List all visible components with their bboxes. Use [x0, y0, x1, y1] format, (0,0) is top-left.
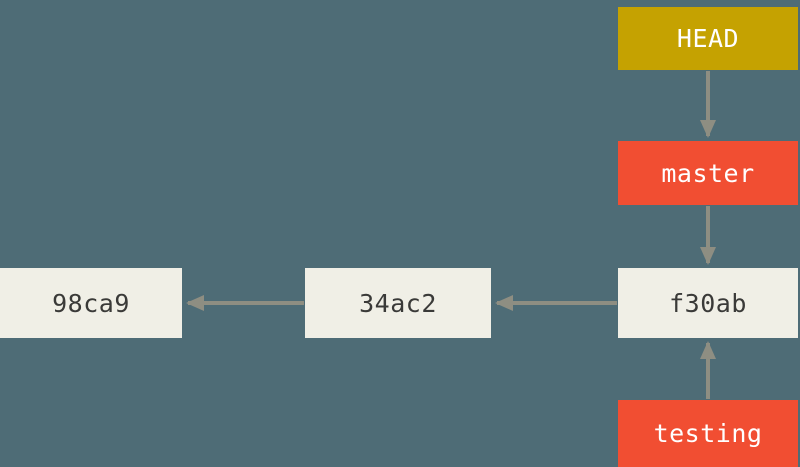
branch-label-testing: testing — [653, 419, 763, 448]
commit-label-f30ab: f30ab — [669, 288, 747, 318]
commit-label-34ac2: 34ac2 — [359, 288, 437, 318]
branch-box-testing: testing — [618, 400, 798, 467]
commit-box-f30ab: f30ab — [618, 268, 798, 338]
commit-label-98ca9: 98ca9 — [52, 288, 130, 318]
commit-box-34ac2: 34ac2 — [305, 268, 491, 338]
commit-box-98ca9: 98ca9 — [0, 268, 182, 338]
branch-box-master: master — [618, 141, 798, 205]
head-pointer-box: HEAD — [618, 7, 798, 70]
branch-label-master: master — [661, 158, 755, 188]
head-label: HEAD — [676, 24, 740, 53]
